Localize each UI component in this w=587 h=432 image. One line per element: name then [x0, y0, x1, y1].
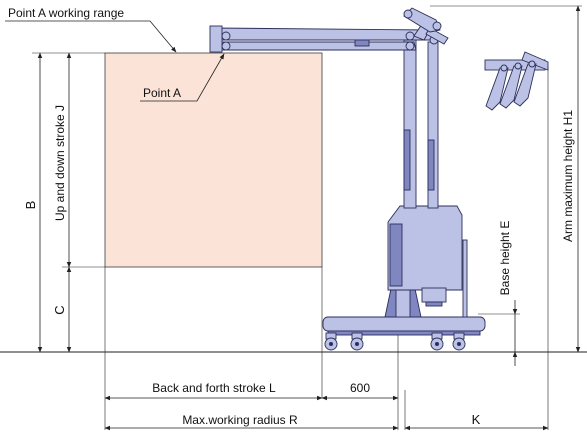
lift-machine	[209, 7, 486, 351]
dim-600-label: 600	[350, 381, 370, 395]
point-a-working-range-label: Point A working range	[8, 6, 124, 20]
caster-right-a	[430, 332, 444, 351]
point-a-leader	[140, 53, 225, 102]
point-a-working-range-area	[104, 52, 323, 268]
dim-h1-label: Arm maximum height H1	[561, 110, 575, 242]
point-a-working-range-leader	[5, 20, 177, 53]
point-a-label: Point A	[143, 86, 181, 100]
dim-b-label: B	[23, 201, 38, 210]
dim-j-label: Up and down stroke J	[53, 105, 67, 221]
dim-k-label: K	[472, 412, 481, 427]
dim-r-label: Max.working radius R	[182, 413, 298, 427]
caster-right-b	[452, 332, 466, 351]
dim-l-label: Back and forth stroke L	[152, 381, 276, 395]
caster-left	[324, 332, 338, 351]
dim-c-label: C	[52, 305, 67, 314]
arm-extended-positions	[484, 51, 549, 111]
dim-e-label: Base height E	[498, 221, 512, 296]
caster-mid	[350, 332, 364, 351]
